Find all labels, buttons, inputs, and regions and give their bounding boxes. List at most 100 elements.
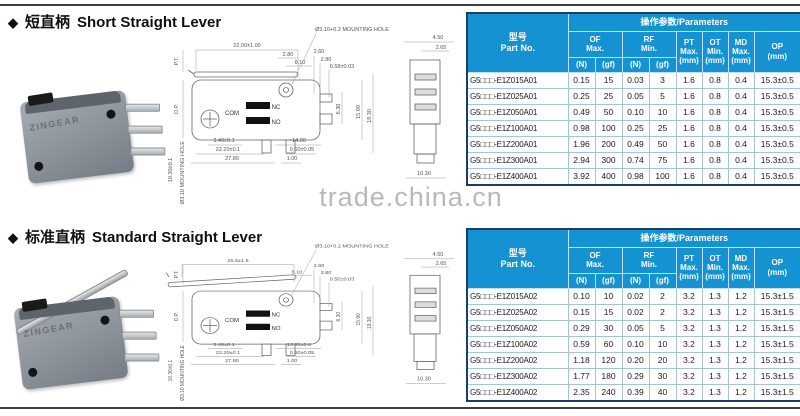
- dim-label: 14.00: [292, 138, 306, 144]
- unit-header-gf: (gf): [648, 56, 677, 73]
- value-cell: 0.8: [701, 151, 729, 169]
- diamond-bullet-icon: ◆: [8, 15, 18, 30]
- value-cell: 3.2: [675, 351, 703, 369]
- dim-label: 10.30: [417, 171, 431, 177]
- value-cell: 3.2: [675, 287, 703, 305]
- part-no-cell: G5□□□-E1Z200A01: [466, 135, 569, 153]
- value-cell: 15.3±1.5: [753, 303, 800, 321]
- dim-label: 2.60: [314, 263, 325, 269]
- section-title-cn: 短直柄: [25, 14, 71, 31]
- terminal-pin: [127, 125, 163, 134]
- dim-label: 22.20±0.1: [216, 147, 240, 153]
- terminal-pin: [118, 309, 154, 318]
- dim-label: 15.90: [356, 313, 362, 325]
- mounting-hole-label: Ø3.10+0.2 MOUNTING HOLE: [315, 244, 389, 250]
- section-title-cn: 标准直柄: [25, 229, 86, 246]
- top-divider: [0, 4, 800, 6]
- switch-hole: [105, 109, 116, 120]
- value-cell: 0.05: [621, 87, 650, 105]
- value-cell: 0.8: [701, 135, 729, 153]
- value-cell: 1.3: [701, 303, 729, 321]
- value-cell: 240: [594, 383, 623, 401]
- col-header-ot-min: OT Min. (mm): [701, 30, 729, 73]
- value-cell: 0.20: [621, 351, 650, 369]
- value-cell: 1.2: [727, 383, 755, 401]
- value-cell: 0.4: [727, 167, 755, 185]
- dim-label: O.P.: [174, 312, 180, 321]
- part-no-cell: G5□□□-E1Z015A02: [466, 287, 569, 305]
- technical-drawing-short-lever: 22.00±1.00 2.80 8.10 Ø3.10+0.2 MOUNTING …: [166, 20, 400, 210]
- dim-label: 14.00±0.8: [287, 342, 312, 348]
- dim-label: 2.65: [436, 45, 447, 51]
- switch-hole: [27, 367, 38, 378]
- value-cell: 1.2: [727, 319, 755, 337]
- dim-label: 2.80: [321, 57, 332, 63]
- value-cell: 0.49: [567, 103, 596, 121]
- value-cell: 100: [648, 167, 677, 185]
- value-cell: 0.10: [621, 103, 650, 121]
- value-cell: 1.3: [701, 367, 729, 385]
- value-cell: 50: [648, 135, 677, 153]
- value-cell: 15.3±0.5: [753, 87, 800, 105]
- value-cell: 0.8: [701, 119, 729, 137]
- dim-label: 2.80: [283, 52, 294, 58]
- unit-header-n: (N): [621, 56, 650, 73]
- side-view-drawing-short-lever: 4.50 2.65 10.30: [396, 28, 462, 194]
- value-cell: 0.8: [701, 71, 729, 89]
- value-cell: 2: [648, 303, 677, 321]
- unit-header-gf: (gf): [648, 272, 677, 289]
- value-cell: 15.3±0.5: [753, 167, 800, 185]
- value-cell: 15: [594, 303, 623, 321]
- value-cell: 2.35: [567, 383, 596, 401]
- switch-hole: [99, 315, 110, 326]
- dim-label: 8.10: [292, 270, 303, 276]
- value-cell: 10: [594, 287, 623, 305]
- technical-drawing-standard-lever: 25.6±1.5 8.10 Ø3.10+0.2 MOUNTING HOLE 2.…: [166, 238, 400, 406]
- value-cell: 0.49: [621, 135, 650, 153]
- dim-label: 3.48±0.1: [213, 342, 234, 348]
- part-no-cell: G5□□□-E1Z100A02: [466, 335, 569, 353]
- col-header-rf-min: RF Min.: [621, 30, 677, 58]
- part-no-cell: G5□□□-E1Z050A01: [466, 103, 569, 121]
- part-no-cell: G5□□□-E1Z025A01: [466, 87, 569, 105]
- value-cell: 25: [594, 87, 623, 105]
- value-cell: 20: [648, 351, 677, 369]
- dim-label: 1.00: [287, 358, 298, 364]
- value-cell: 1.18: [567, 351, 596, 369]
- terminal-pin: [121, 331, 157, 340]
- value-cell: 1.6: [675, 103, 703, 121]
- terminal-label-no: NO: [272, 120, 281, 126]
- col-header-op: OP (mm): [753, 246, 800, 289]
- col-header-op: OP (mm): [753, 30, 800, 73]
- dim-label: 0.50±0.03: [330, 277, 355, 283]
- col-header-parameters: 操作参数/Parameters: [567, 12, 800, 32]
- value-cell: 1.6: [675, 167, 703, 185]
- value-cell: 1.3: [701, 383, 729, 401]
- value-cell: 2.94: [567, 151, 596, 169]
- product-photo-standard-lever: ZINGEAR: [6, 268, 164, 412]
- product-photo-short-lever: ZINGEAR: [12, 70, 166, 202]
- col-header-md-max: MD Max. (mm): [727, 246, 755, 289]
- value-cell: 15.3±0.5: [753, 119, 800, 137]
- value-cell: 2: [648, 287, 677, 305]
- unit-header-gf: (gf): [594, 272, 623, 289]
- value-cell: 0.8: [701, 167, 729, 185]
- mounting-hole-label: Ø3.10+0.2 MOUNTING HOLE: [315, 27, 389, 33]
- value-cell: 0.4: [727, 151, 755, 169]
- dim-label: 25.6±1.5: [227, 258, 248, 264]
- bottom-divider: [0, 407, 800, 409]
- value-cell: 40: [648, 383, 677, 401]
- part-no-cell: G5□□□-E1Z300A01: [466, 151, 569, 169]
- value-cell: 1.3: [701, 351, 729, 369]
- value-cell: 0.74: [621, 151, 650, 169]
- value-cell: 0.05: [621, 319, 650, 337]
- value-cell: 1.3: [701, 319, 729, 337]
